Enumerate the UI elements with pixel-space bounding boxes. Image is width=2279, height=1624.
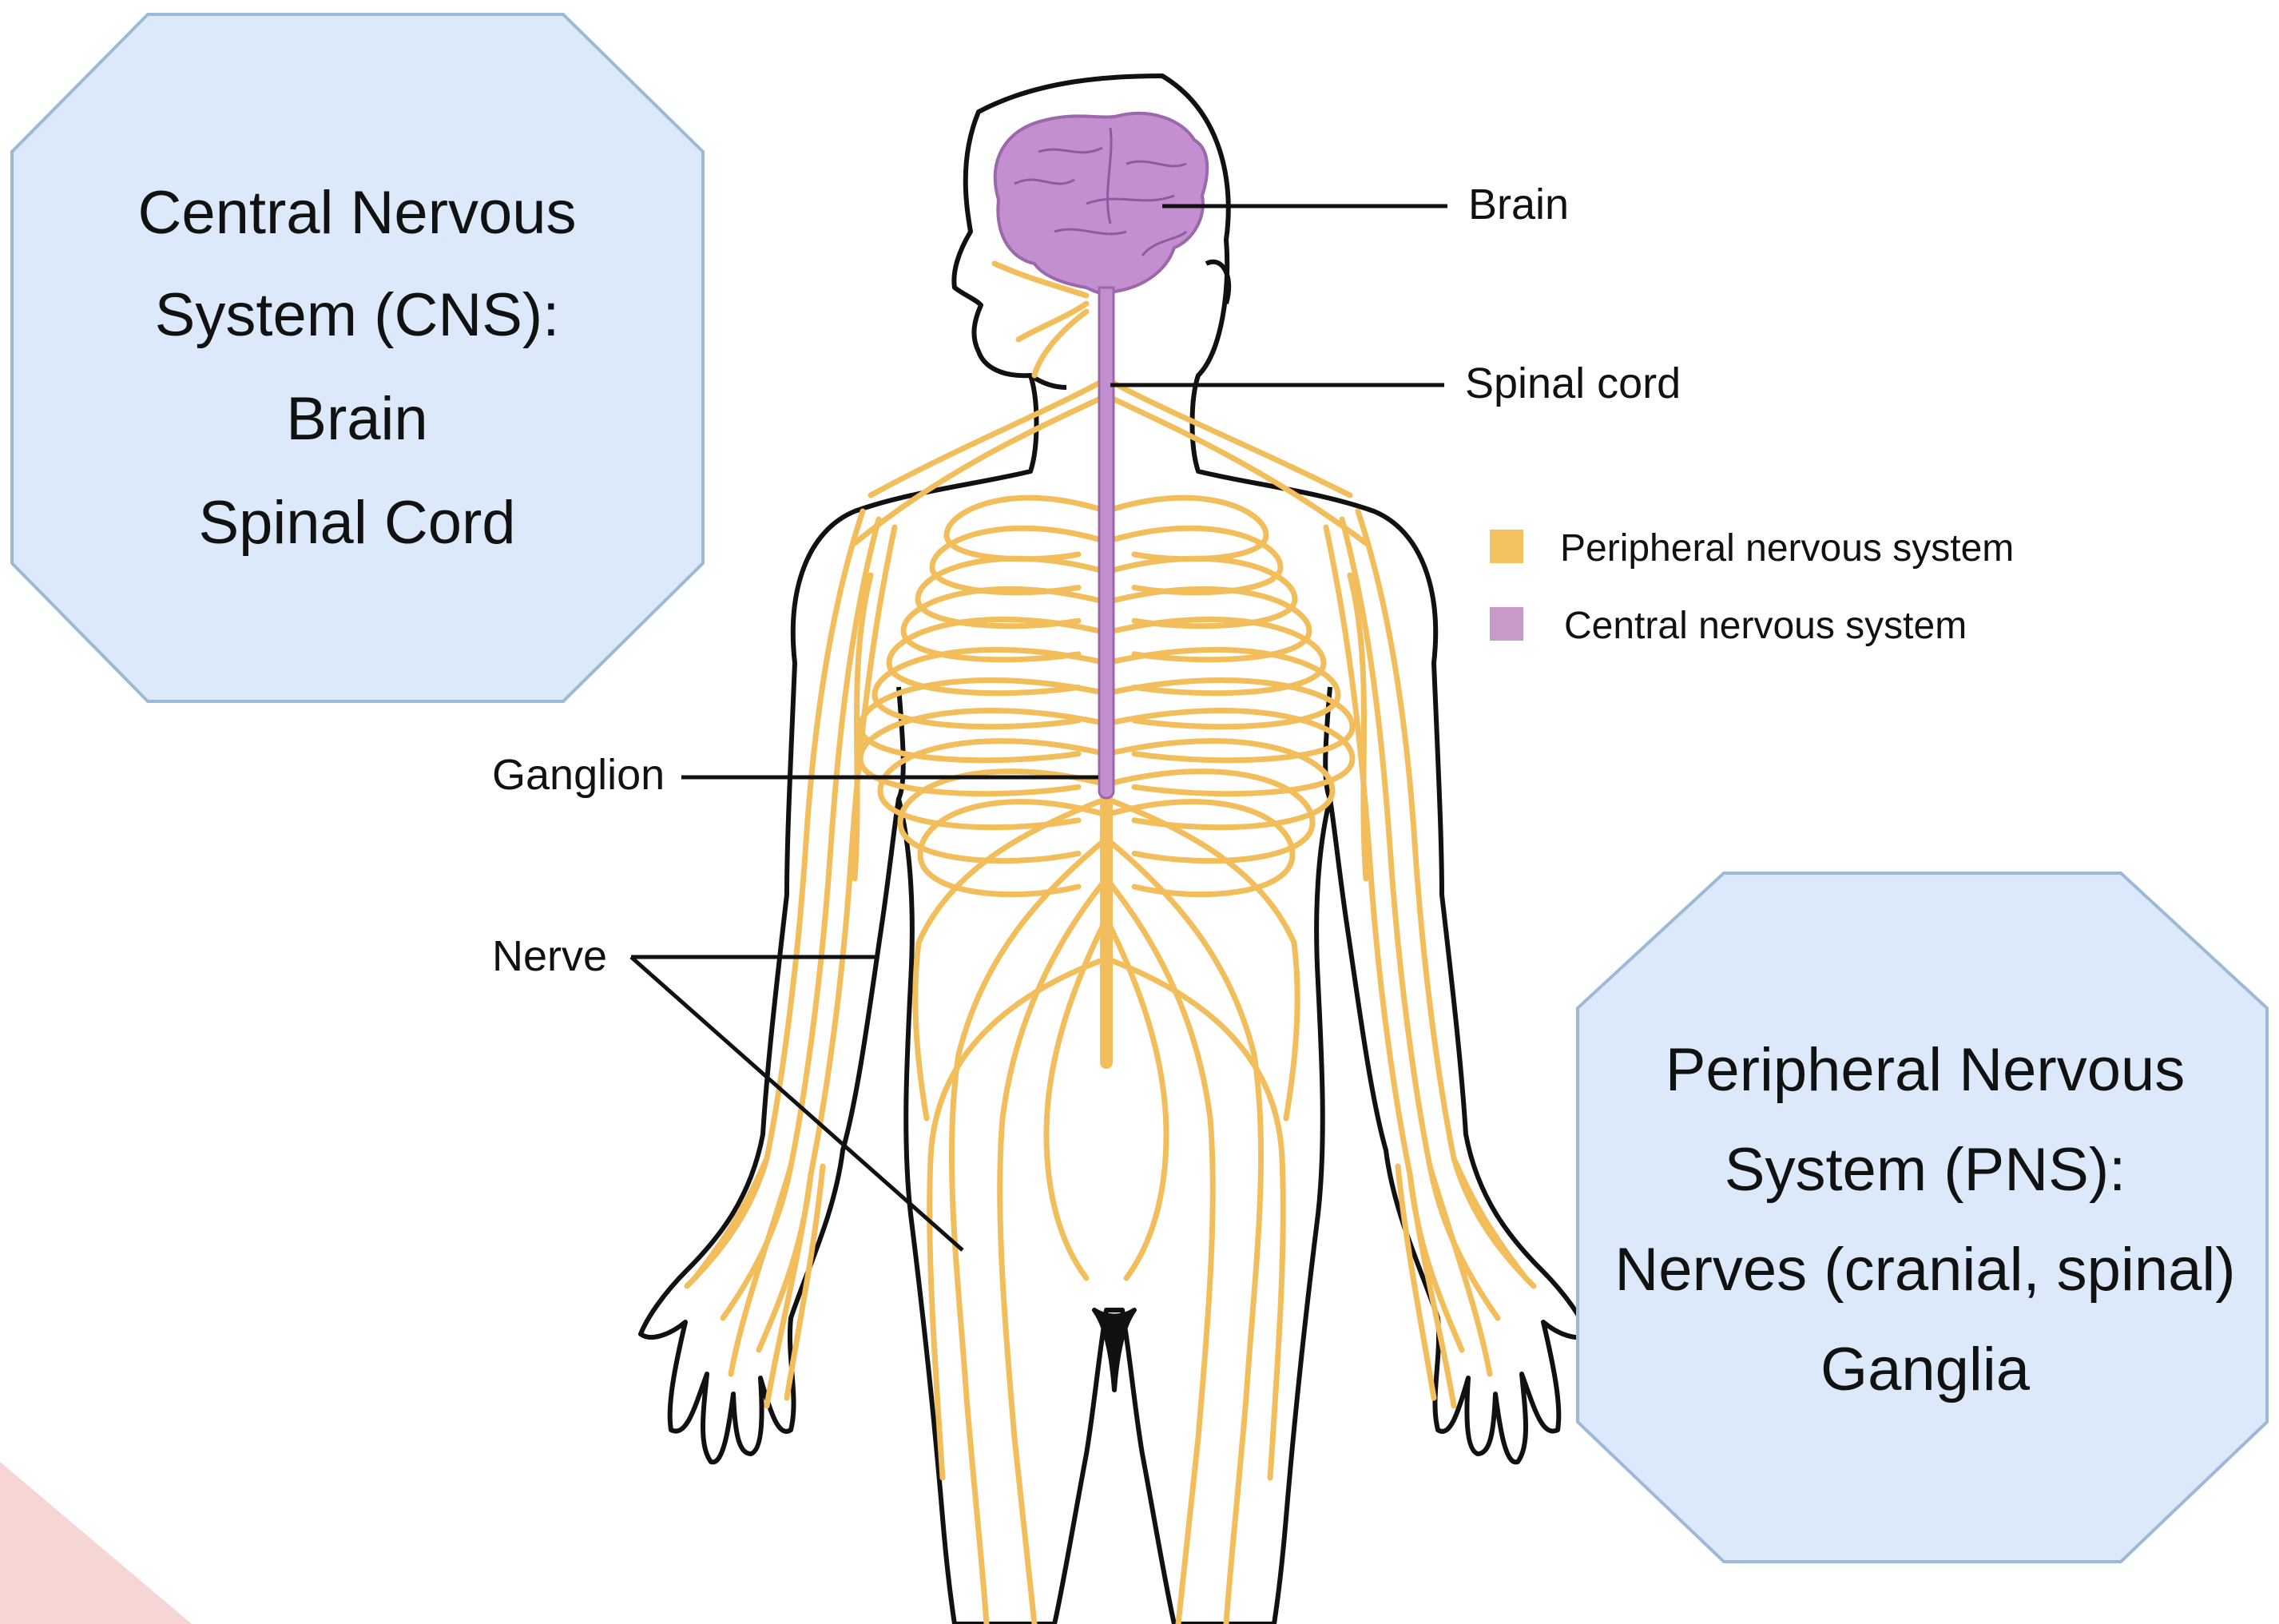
label-ganglion: Ganglion	[492, 751, 665, 799]
pns-info-box: Peripheral Nervous System (PNS): Nerves …	[1578, 873, 2267, 1562]
label-brain: Brain	[1468, 181, 1569, 228]
legend-label-cns: Central nervous system	[1564, 605, 1967, 647]
legend-swatch-pns	[1490, 530, 1523, 563]
pns-line-4: Ganglia	[1820, 1336, 2031, 1404]
legend-swatch-cns	[1490, 607, 1523, 641]
legend-label-pns: Peripheral nervous system	[1560, 527, 2014, 570]
cns-box-background	[12, 14, 703, 701]
label-nerve: Nerve	[492, 932, 607, 980]
pns-line-2: System (PNS):	[1725, 1136, 2126, 1204]
label-spinal-cord: Spinal cord	[1465, 359, 1681, 407]
cns-line-2: System (CNS):	[155, 281, 560, 349]
legend: Peripheral nervous system Central nervou…	[1490, 527, 2014, 647]
pns-line-1: Peripheral Nervous	[1666, 1036, 2186, 1104]
pns-line-3: Nerves (cranial, spinal)	[1614, 1236, 2235, 1304]
cns-line-3: Brain	[286, 385, 427, 453]
corner-watermark	[0, 1462, 192, 1624]
cns-line-1: Central Nervous	[137, 179, 576, 247]
pns-box-background	[1578, 873, 2267, 1562]
spinal-cord	[1099, 288, 1114, 798]
cns-info-box: Central Nervous System (CNS): Brain Spin…	[12, 14, 703, 701]
cns-line-4: Spinal Cord	[198, 489, 515, 557]
